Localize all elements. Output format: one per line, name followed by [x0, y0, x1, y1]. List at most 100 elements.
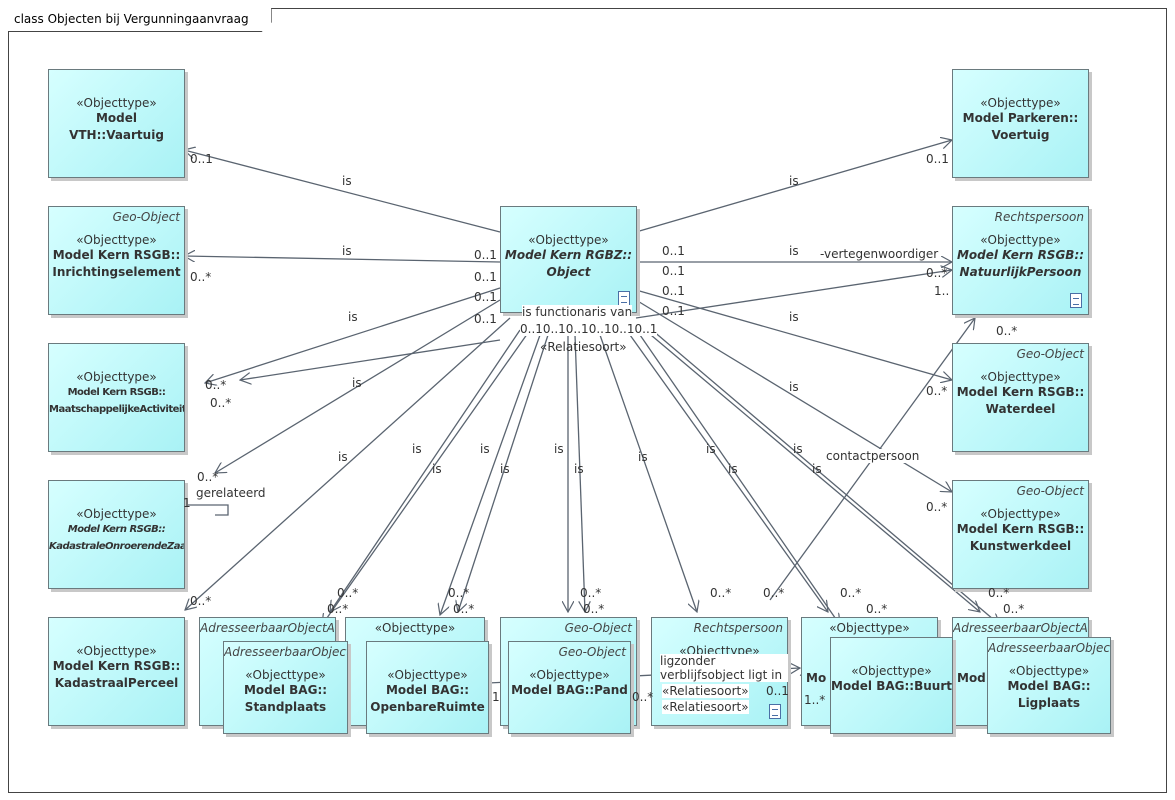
class-box-buurt[interactable]: «Objecttype»Model BAG::Buurt [830, 637, 953, 734]
class-tag: Geo-Object [1016, 347, 1084, 361]
edge-label-is: is [789, 380, 799, 394]
association-edge[interactable] [330, 329, 521, 612]
edge-label-m0s: 0..* [840, 586, 862, 600]
edge-label-is: is [432, 462, 442, 476]
stereotype: «Objecttype» [851, 664, 932, 678]
association-edge[interactable] [574, 334, 585, 612]
diagram-frame [8, 8, 1167, 793]
class-box-standplaats[interactable]: AdresseerbaarObject«Objecttype»Model BAG… [223, 641, 348, 734]
class-box-vaartuig[interactable]: «Objecttype»Model VTH::Vaartuig [48, 69, 185, 178]
association-edge[interactable] [440, 334, 541, 615]
class-name: Model Kern RGBZ:: Object [504, 248, 633, 279]
association-edge[interactable] [184, 256, 501, 263]
association-edge[interactable] [635, 140, 952, 233]
edge-label-is: is [412, 442, 422, 456]
stereotype: «Objecttype» [980, 96, 1061, 110]
stereotype: «Objecttype» [980, 507, 1061, 521]
edge-label-is: is [789, 244, 799, 258]
stereotype: «Objecttype» [529, 668, 610, 682]
class-box-voertuig[interactable]: «Objecttype»Model Parkeren:: Voertuig [952, 69, 1089, 178]
class-box-perceel[interactable]: «Objecttype»Model Kern RSGB:: Kadastraal… [48, 617, 185, 726]
edge-label-m0s: 0..* [337, 586, 359, 600]
association-edge[interactable] [599, 334, 697, 612]
stereotype: «Objecttype» [980, 233, 1061, 247]
edge-label-m01: 0..1 [190, 152, 213, 166]
class-tag: Geo-Object [112, 210, 180, 224]
edge-label-relatiesoort-short: «Relatiesoort» [662, 684, 749, 698]
edge-label-is: is [342, 174, 352, 188]
edge-label-m0s: 0..* [763, 586, 785, 600]
class-name: Model BAG::Pand [511, 683, 628, 697]
edge-label-mult-row: 0..10..10..10..10..10..1 [520, 322, 658, 336]
edge-label-m01: 0..1 [474, 270, 497, 284]
association-edge[interactable] [322, 329, 531, 625]
edge-label-relatiesoort: «Relatiesoort» [540, 340, 627, 354]
class-name: Model Kern RSGB:: KadastraalPerceel [52, 659, 181, 690]
edge-label-m0s: 0..* [926, 500, 948, 514]
edge-label-functionaris: is functionaris van [522, 305, 633, 319]
edge-label-gerelateerd: gerelateerd [196, 486, 266, 500]
class-box-waterdeel[interactable]: Geo-Object«Objecttype»Model Kern RSGB:: … [952, 343, 1089, 452]
edge-label-m0s: 0..* [448, 586, 470, 600]
association-edge[interactable] [185, 317, 511, 610]
class-tag [501, 207, 636, 225]
class-tag: AdresseerbaarObject [224, 645, 347, 659]
class-box-pand[interactable]: Geo-Object«Objecttype»Model BAG::Pand [508, 641, 631, 734]
association-edge[interactable] [635, 299, 952, 492]
class-name: Mod [957, 671, 986, 685]
edge-label-m0s: 0..* [190, 594, 212, 608]
stereotype: «Objecttype» [76, 233, 157, 247]
class-name: Model Parkeren:: Voertuig [962, 111, 1079, 142]
edge-label-m0s: 0..* [710, 586, 732, 600]
edge-label-m0s: 0..* [988, 586, 1010, 600]
self-association-edge[interactable] [185, 504, 229, 516]
edge-label-is: is [789, 310, 799, 324]
class-name: Model Kern RSGB:: NatuurlijkPersoon [956, 248, 1085, 279]
association-edge[interactable] [644, 329, 980, 612]
class-tag [49, 618, 184, 636]
edge-label-m0s: 0..* [580, 586, 602, 600]
class-tag: Rechtspersoon [994, 210, 1084, 224]
edge-label-vertegenwoordiger: -vertegenwoordiger [820, 247, 939, 261]
association-edge[interactable] [184, 150, 501, 233]
association-edge[interactable] [205, 287, 501, 383]
class-box-ligplaats[interactable]: AdresseerbaarObject«Objecttype»Model BAG… [987, 637, 1111, 734]
note-icon [769, 704, 781, 719]
class-box-kadastrale[interactable]: «Objecttype»Model Kern RSGB:: Kadastrale… [48, 480, 185, 589]
class-box-openbareruimte[interactable]: «Objecttype»Model BAG:: OpenbareRuimte [366, 641, 489, 734]
class-name: Model Kern RSGB:: Waterdeel [956, 385, 1085, 416]
stereotype: «Objecttype» [76, 644, 157, 658]
edge-label-m01: 0..1 [474, 290, 497, 304]
edge-label-m0s: 0..* [205, 378, 227, 392]
class-box-natuurlijk[interactable]: Rechtspersoon «Objecttype»Model Kern RSGB… [952, 206, 1089, 315]
edge-label-m01: 0..1 [662, 284, 685, 298]
association-edge[interactable] [635, 270, 952, 319]
edge-label-m01: 0..1 [766, 684, 789, 698]
association-edge[interactable] [639, 334, 840, 625]
edge-label-is: is [789, 174, 799, 188]
edge-label-is: is [554, 442, 564, 456]
edge-label-m01: 0..1 [662, 264, 685, 278]
class-tag: Geo-Object [1016, 484, 1084, 498]
class-name: Model BAG:: OpenbareRuimte [370, 683, 485, 714]
association-edge[interactable] [651, 329, 1000, 625]
class-name: Mo [806, 671, 827, 685]
edge-label-is: is [728, 462, 738, 476]
class-box-kunstwerkdeel[interactable]: Geo-Object«Objecttype»Model Kern RSGB:: … [952, 480, 1089, 589]
class-box-maatschappelijk[interactable]: «Objecttype»Model Kern RSGB:: Maatschapp… [48, 343, 185, 452]
class-name: Model Kern RSGB:: MaatschappelijkeActivi… [49, 387, 184, 415]
class-box-inrichting[interactable]: Geo-Object«Objecttype»Model Kern RSGB:: … [48, 206, 185, 315]
edge-label-m0s: 0..* [190, 270, 212, 284]
association-edge[interactable] [458, 334, 549, 612]
class-name: Model Kern RSGB:: KadastraleOnroerendeZa… [49, 524, 184, 552]
class-name: Model BAG:: Standplaats [243, 683, 328, 714]
stereotype: «Objecttype» [387, 668, 468, 682]
association-edge[interactable] [635, 289, 952, 380]
edge-label-m1s: 1..* [804, 693, 826, 707]
edge-label-is: is [500, 462, 510, 476]
class-box-object[interactable]: «Objecttype»Model Kern RGBZ:: Object [500, 206, 637, 313]
edge-label-m01: 0..1 [662, 304, 685, 318]
association-edge[interactable] [215, 299, 501, 473]
association-edge[interactable] [240, 339, 501, 380]
